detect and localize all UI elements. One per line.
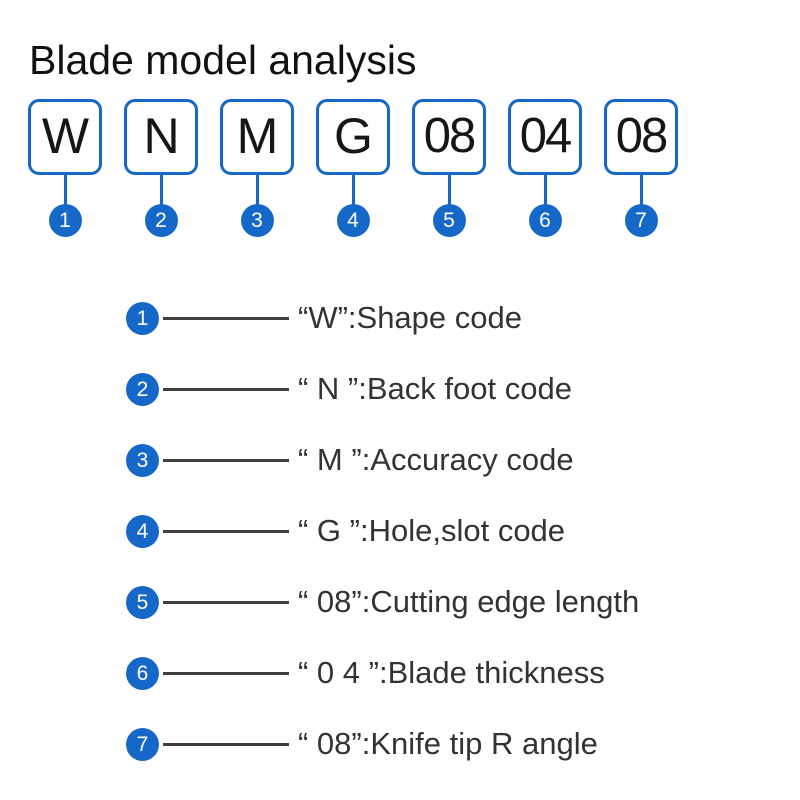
legend-row-1: 1 “W”:Shape code xyxy=(0,286,800,357)
legend-row-7: 7 “ 08”:Knife tip R angle xyxy=(0,712,800,783)
code-box-value: G xyxy=(334,108,373,164)
legend-row-2: 2 “ N ”:Back foot code xyxy=(0,357,800,428)
legend-leader-line-2 xyxy=(163,388,289,391)
code-badge-5: 5 xyxy=(432,204,466,237)
legend-list: 1 “W”:Shape code 2 “ N ”:Back foot code 3 “ M… xyxy=(0,286,800,783)
legend-text-1: “W”:Shape code xyxy=(298,300,522,335)
code-connector-line-5 xyxy=(447,175,451,211)
code-box-4: G xyxy=(316,99,390,175)
legend-badge-6: 6 xyxy=(126,657,159,690)
legend-leader-line-4 xyxy=(163,530,289,533)
code-connector-line-1 xyxy=(63,175,67,211)
legend-badge-5: 5 xyxy=(126,586,159,619)
legend-text-7: “ 08”:Knife tip R angle xyxy=(298,726,598,761)
code-box-1: W xyxy=(28,99,102,175)
code-connector-line-4 xyxy=(351,175,355,211)
code-box-value: 04 xyxy=(519,109,572,163)
code-cell-5: 08 5 xyxy=(412,99,486,244)
code-box-7: 08 xyxy=(604,99,678,175)
legend-row-6: 6 “ 0 4 ”:Blade thickness xyxy=(0,641,800,712)
legend-badge-4: 4 xyxy=(126,515,159,548)
code-badge-2: 2 xyxy=(144,204,178,237)
legend-row-3: 3 “ M ”:Accuracy code xyxy=(0,428,800,499)
code-connector-line-7 xyxy=(639,175,643,211)
legend-text-6: “ 0 4 ”:Blade thickness xyxy=(298,655,605,690)
code-badge-1: 1 xyxy=(48,204,82,237)
code-badge-3: 3 xyxy=(240,204,274,237)
code-cell-7: 08 7 xyxy=(604,99,678,244)
legend-badge-1: 1 xyxy=(126,302,159,335)
code-box-value: N xyxy=(143,108,179,164)
code-box-value: W xyxy=(41,108,89,164)
legend-leader-line-7 xyxy=(163,743,289,746)
code-box-5: 08 xyxy=(412,99,486,175)
legend-text-2: “ N ”:Back foot code xyxy=(298,371,572,406)
code-box-value: 08 xyxy=(423,109,476,163)
code-box-value: M xyxy=(236,108,279,164)
legend-badge-2: 2 xyxy=(126,373,159,406)
legend-badge-7: 7 xyxy=(126,728,159,761)
legend-text-4: “ G ”:Hole,slot code xyxy=(298,513,566,548)
legend-leader-line-1 xyxy=(163,317,289,320)
code-badge-4: 4 xyxy=(336,204,370,237)
code-box-3: M xyxy=(220,99,294,175)
code-box-2: N xyxy=(124,99,198,175)
code-connector-line-6 xyxy=(543,175,547,211)
code-box-6: 04 xyxy=(508,99,582,175)
legend-leader-line-6 xyxy=(163,672,289,675)
legend-row-4: 4 “ G ”:Hole,slot code xyxy=(0,499,800,570)
code-cell-6: 04 6 xyxy=(508,99,582,244)
legend-leader-line-5 xyxy=(163,601,289,604)
code-box-value: 08 xyxy=(615,109,668,163)
legend-text-3: “ M ”:Accuracy code xyxy=(298,442,574,477)
legend-text-5: “ 08”:Cutting edge length xyxy=(298,584,640,619)
legend-leader-line-3 xyxy=(163,459,289,462)
code-badge-6: 6 xyxy=(528,204,562,237)
code-connector-line-3 xyxy=(255,175,259,211)
code-connector-line-2 xyxy=(159,175,163,211)
code-badge-7: 7 xyxy=(624,204,658,237)
legend-row-5: 5 “ 08”:Cutting edge length xyxy=(0,570,800,641)
legend-badge-3: 3 xyxy=(126,444,159,477)
page-title: Blade model analysis xyxy=(29,37,417,83)
